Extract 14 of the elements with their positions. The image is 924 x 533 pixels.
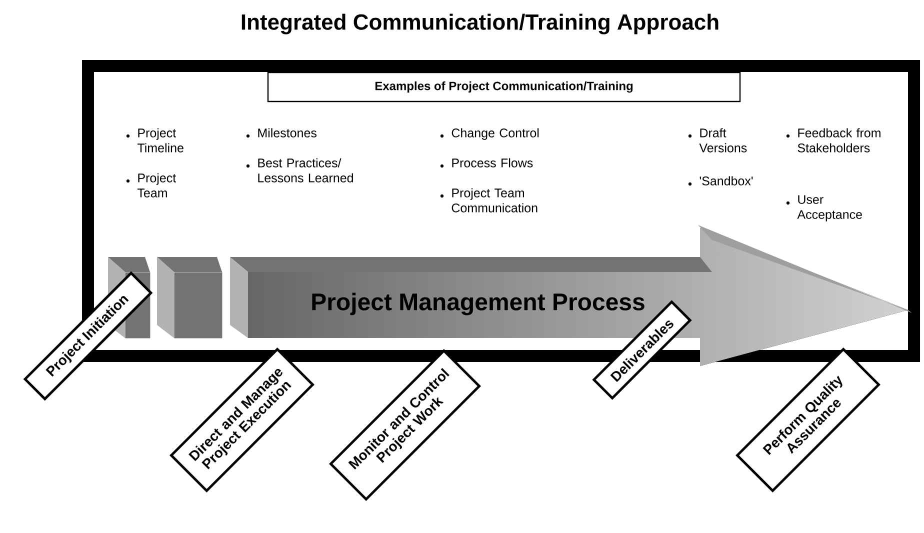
bullet-item: Process Flows — [440, 158, 533, 168]
bullet-item: Project Team — [126, 173, 176, 198]
bullet-item: Draft Versions — [688, 128, 747, 152]
cube — [157, 257, 222, 338]
bullet-item: Milestones — [246, 128, 316, 138]
bullet-item: Project Timeline — [126, 128, 184, 152]
bullet-item: Feedback from Stakeholders — [786, 128, 880, 152]
bullet-item: Best Practices/ Lessons Learned — [246, 158, 353, 182]
bullet-item: User Acceptance — [786, 195, 862, 222]
header-box: Examples of Project Communication/Training — [267, 72, 741, 102]
title: Integrated Communication/Training Approach — [242, 14, 718, 34]
bullet-item: 'Sandbox' — [688, 176, 753, 186]
bullet-item: Change Control — [440, 128, 539, 140]
bullet-item: Project Team Communication — [440, 188, 538, 212]
